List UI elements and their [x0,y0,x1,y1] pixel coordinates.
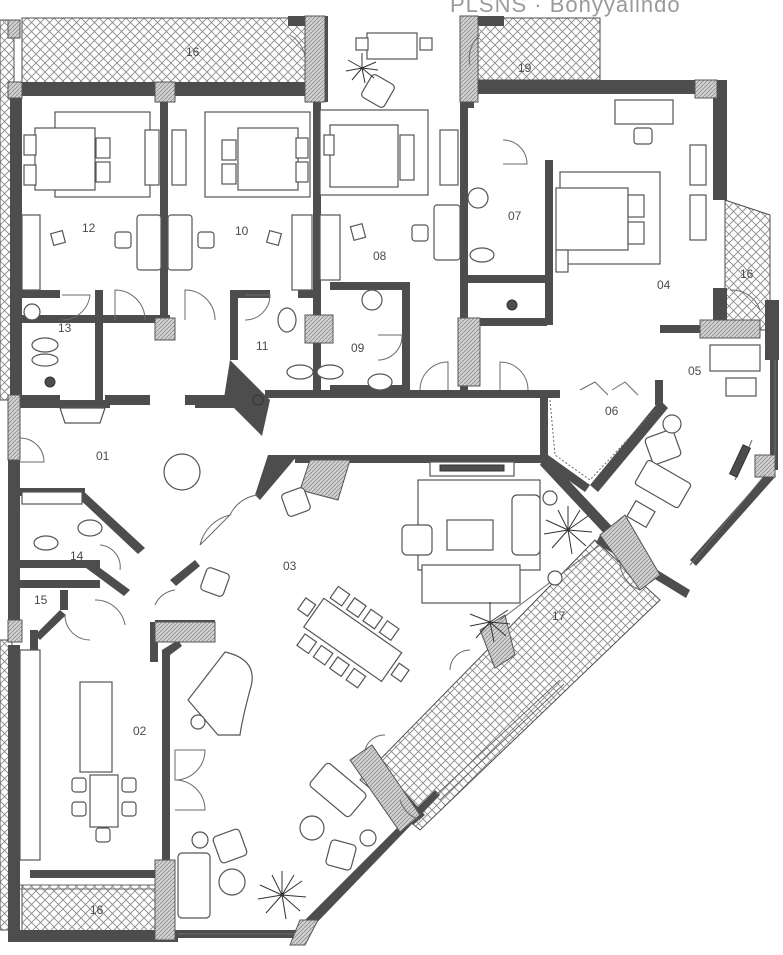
bed-04 [555,171,661,273]
room-label-16-bottom: 16 [90,903,104,917]
living-sofa [421,564,521,604]
columns [7,15,776,946]
room-label-03: 03 [283,559,297,573]
plants [257,53,593,920]
bed-10 [204,111,311,198]
room-label-10: 10 [235,224,249,238]
room-label-14: 14 [70,549,84,563]
terrace-16-top [21,17,313,87]
room-label-06: 06 [605,404,619,418]
dining-table [296,585,410,689]
armchair-lower [309,762,367,818]
terrace-19 [464,17,601,81]
walls [8,16,779,942]
room-label-12: 12 [82,221,96,235]
wardrobe-10 [291,214,313,291]
wardrobe-12 [21,214,41,291]
room-label-16-right: 16 [740,267,754,281]
room-label-11: 11 [256,339,269,353]
room-labels: 01 02 03 04 05 06 07 08 09 10 11 12 13 1… [34,45,754,917]
bed-12 [23,111,151,198]
wardrobe-14 [21,491,83,505]
room-label-09: 09 [351,341,365,355]
room-label-17: 17 [552,609,566,623]
room-label-13: 13 [58,321,72,335]
wardrobe-08 [319,214,341,281]
room-label-05: 05 [688,364,702,378]
furniture [19,32,761,919]
piano [187,651,253,736]
plan-header: PLSNS · Bonyyalindo [450,0,681,17]
doors [19,34,761,821]
terrace-16-right [724,199,771,331]
room-label-01: 01 [96,449,110,463]
windows [20,360,776,935]
room-label-04: 04 [657,278,671,292]
room-label-07: 07 [508,209,522,223]
room-label-15: 15 [34,593,48,607]
room-label-19: 19 [518,61,532,75]
room-label-08: 08 [373,249,387,263]
room-label-16-top: 16 [186,45,200,59]
bed-08 [319,109,429,196]
room-label-02: 02 [133,724,147,738]
